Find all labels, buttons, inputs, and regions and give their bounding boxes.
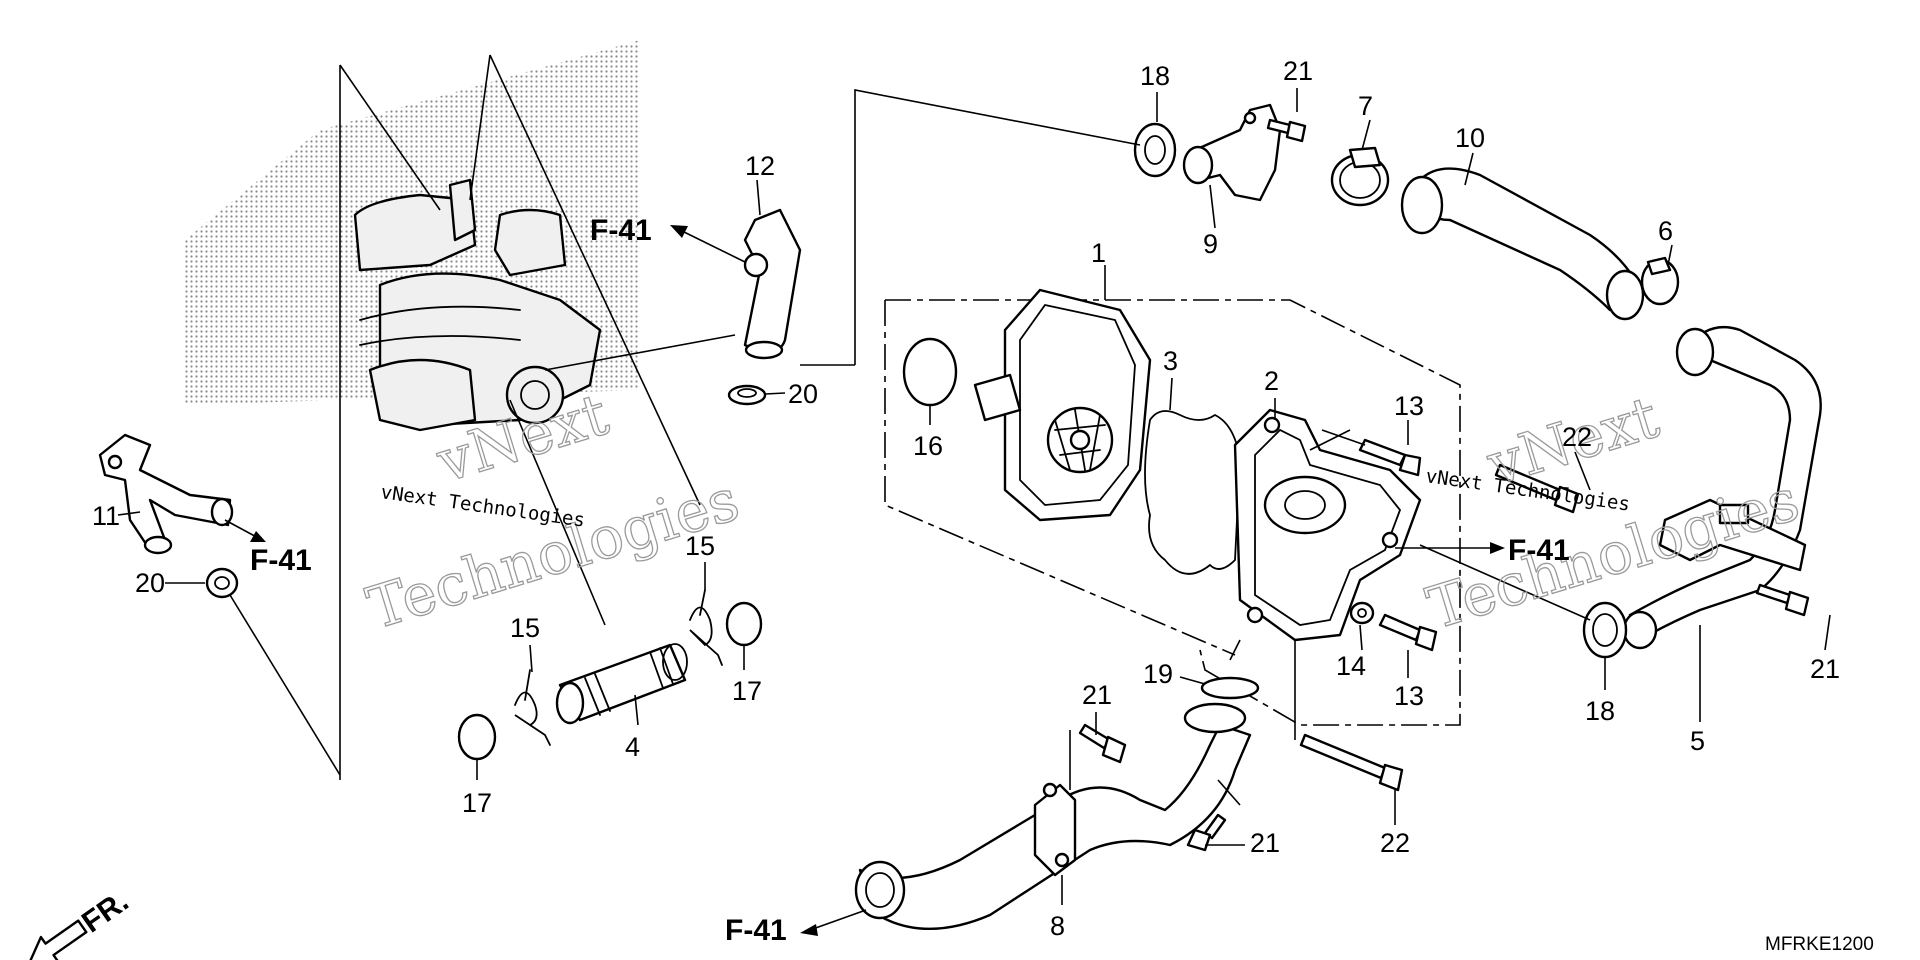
part-16-o-ring bbox=[902, 337, 958, 407]
part-15-clip-left bbox=[514, 669, 551, 746]
part-6-clamp bbox=[1640, 256, 1680, 306]
callout-21-pipe-lower: 21 bbox=[1250, 828, 1280, 858]
part-10-hose bbox=[1400, 167, 1645, 321]
callout-5: 5 bbox=[1690, 726, 1705, 756]
ref-arrows bbox=[224, 225, 1505, 936]
callout-20-upper: 20 bbox=[788, 379, 818, 409]
part-22-bolt-lower bbox=[1294, 640, 1404, 792]
callout-1: 1 bbox=[1091, 238, 1106, 268]
watermark-line2: vNext Technologies bbox=[379, 481, 586, 531]
part-12-joint bbox=[743, 208, 802, 360]
callout-7: 7 bbox=[1358, 91, 1373, 121]
callout-18-lower: 18 bbox=[1585, 696, 1615, 726]
part-22-bolt-upper bbox=[1494, 463, 1580, 514]
part-1-assembly-outline bbox=[884, 265, 1461, 726]
part-2-pump-cover bbox=[1233, 408, 1422, 642]
callout-16: 16 bbox=[913, 431, 943, 461]
callout-8: 8 bbox=[1050, 911, 1065, 941]
callout-2: 2 bbox=[1264, 366, 1279, 396]
callout-14: 14 bbox=[1336, 651, 1366, 681]
front-direction-marker: FR. bbox=[27, 885, 135, 960]
part-19-o-ring bbox=[1200, 676, 1260, 700]
ref-label-f41-left: F-41 bbox=[250, 544, 312, 577]
part-14-washer bbox=[1349, 601, 1375, 625]
part-18-seal-lower bbox=[1419, 544, 1628, 659]
callout-4: 4 bbox=[625, 732, 640, 762]
part-8-pipe bbox=[854, 702, 1252, 930]
callout-numbers: 1 2 3 4 5 6 7 8 9 10 11 12 13 13 14 15 1… bbox=[92, 56, 1840, 941]
callout-13-upper: 13 bbox=[1394, 391, 1424, 421]
part-21-bolt-pipe-upper bbox=[1069, 723, 1127, 790]
callout-17-right: 17 bbox=[732, 676, 762, 706]
part-21-bolt-pipe-lower bbox=[1186, 779, 1241, 852]
callout-22-upper: 22 bbox=[1562, 422, 1592, 452]
part-13-bolt-lower bbox=[1378, 613, 1438, 652]
ref-label-f41-upper-left: F-41 bbox=[590, 214, 652, 247]
callout-9: 9 bbox=[1203, 229, 1218, 259]
top-pointer-lines bbox=[800, 89, 1351, 661]
part-20-grommet-upper bbox=[727, 384, 767, 406]
callout-17-left: 17 bbox=[462, 788, 492, 818]
callout-3: 3 bbox=[1163, 346, 1178, 376]
callout-21-pipe-upper: 21 bbox=[1082, 680, 1112, 710]
engine-pointer-lines bbox=[339, 54, 736, 780]
diagram-code: MFRKE1200 bbox=[1765, 934, 1874, 955]
part-7-clamp bbox=[1330, 146, 1390, 207]
callout-15-left: 15 bbox=[510, 613, 540, 643]
water-pump-impeller-body bbox=[973, 288, 1152, 522]
callout-11: 11 bbox=[92, 501, 120, 531]
part-15-clip-right bbox=[689, 589, 723, 666]
part-17-ring-right bbox=[725, 601, 763, 647]
callout-15-right: 15 bbox=[685, 531, 715, 561]
callout-21-top: 21 bbox=[1283, 56, 1313, 86]
part-21-bolt-right bbox=[1755, 583, 1810, 617]
callout-leaders bbox=[117, 88, 1831, 905]
callout-21-right: 21 bbox=[1810, 654, 1840, 684]
callout-6: 6 bbox=[1658, 216, 1673, 246]
part-9-joint bbox=[1182, 103, 1282, 202]
callout-10: 10 bbox=[1455, 123, 1485, 153]
part-11-pipe bbox=[98, 433, 234, 555]
engine-silhouette bbox=[185, 40, 640, 432]
callout-13-lower: 13 bbox=[1394, 681, 1424, 711]
callout-19: 19 bbox=[1143, 659, 1173, 689]
part-21-bolt-top bbox=[1266, 118, 1307, 143]
callout-18-upper: 18 bbox=[1140, 61, 1170, 91]
part-18-seal-upper bbox=[1133, 122, 1177, 178]
callout-20-lower: 20 bbox=[135, 568, 165, 598]
callout-22-lower: 22 bbox=[1380, 828, 1410, 858]
part-3-gasket bbox=[1144, 410, 1241, 575]
callout-12: 12 bbox=[745, 151, 775, 181]
part-20-grommet-lower bbox=[205, 567, 341, 776]
part-13-bolt-upper bbox=[1321, 429, 1422, 477]
part-5-hose bbox=[1622, 325, 1822, 650]
ref-label-f41-bottom: F-41 bbox=[725, 914, 787, 947]
part-4-pipe bbox=[555, 643, 688, 725]
part-17-ring-left bbox=[457, 713, 497, 761]
ref-label-f41-right: F-41 bbox=[1508, 534, 1570, 567]
